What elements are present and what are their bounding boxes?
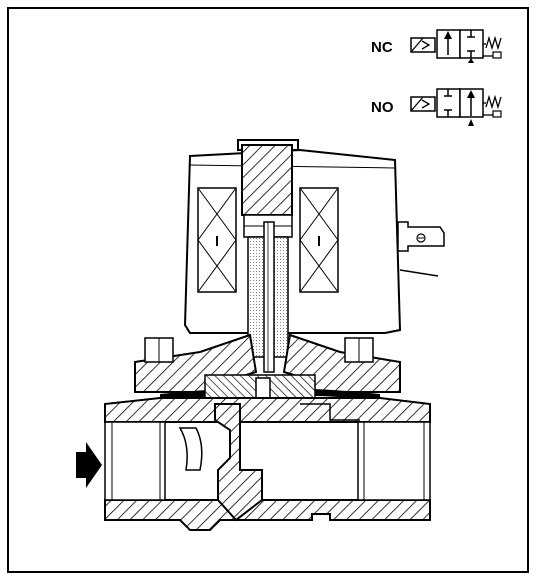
no-valve-symbol: NO [371, 88, 502, 126]
nc-label: NC [371, 39, 393, 56]
no-label: NO [371, 99, 394, 116]
arrow-right-icon [76, 442, 102, 488]
nc-valve-symbol: NC [371, 29, 502, 63]
coil-housing [183, 148, 402, 334]
plunger-tube [237, 139, 299, 373]
electrical-terminal [397, 221, 445, 277]
valve-body [104, 397, 431, 531]
